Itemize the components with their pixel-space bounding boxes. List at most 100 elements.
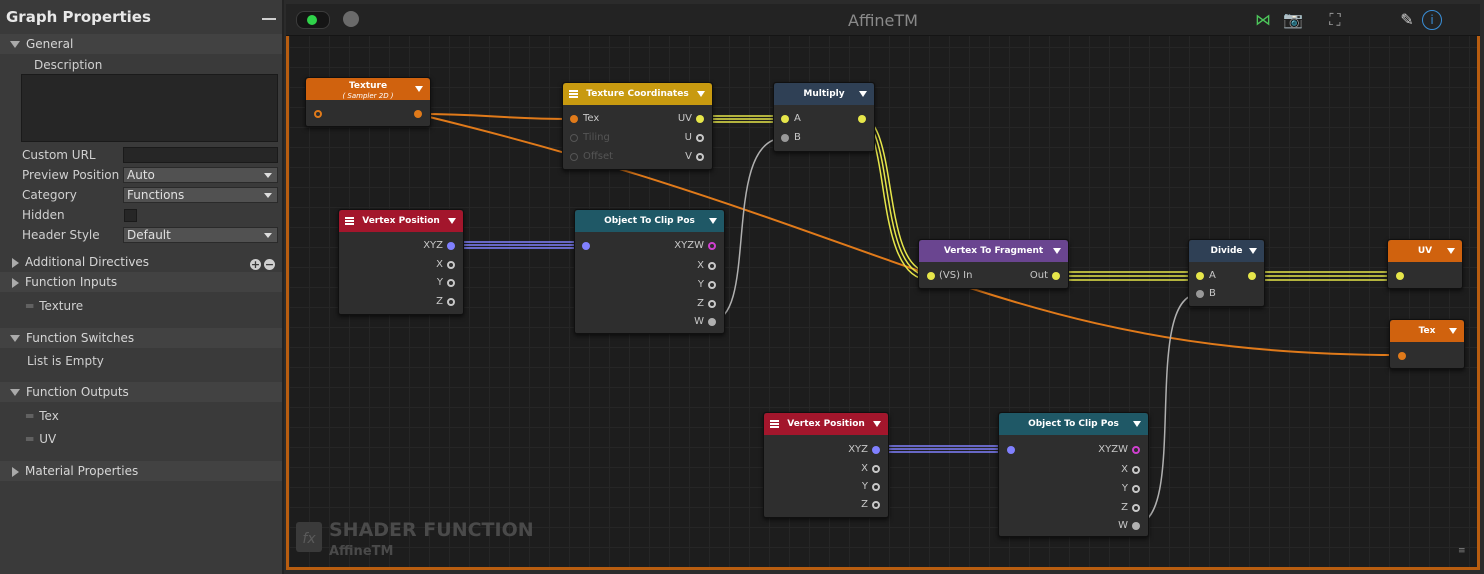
output-port[interactable] [872,483,880,491]
input-port[interactable] [1196,290,1204,298]
output-port[interactable] [858,115,866,123]
node-header[interactable]: Vertex To Fragment [919,240,1068,262]
clean-brush-icon[interactable]: ✎ [1400,10,1414,29]
output-port[interactable] [1132,485,1140,493]
chevron-down-icon[interactable] [859,91,867,97]
hidden-checkbox[interactable] [124,209,137,222]
input-port[interactable] [1398,352,1406,360]
node-header[interactable]: Texture Coordinates [563,83,712,105]
input-port[interactable] [582,242,590,250]
output-port[interactable] [1132,522,1140,530]
chevron-down-icon[interactable] [1249,248,1257,254]
function-output-item[interactable]: ═UV [26,432,56,446]
node-divide[interactable]: Divide A B [1188,239,1265,307]
input-port[interactable] [781,134,789,142]
output-port[interactable] [872,465,880,473]
output-port[interactable] [696,134,704,142]
chevron-down-icon[interactable] [709,218,717,224]
menu-icon[interactable] [345,217,354,225]
share-icon[interactable]: ⋈ [1255,10,1271,29]
output-port[interactable] [1248,272,1256,280]
node-header[interactable]: Divide [1189,240,1264,262]
custom-url-field[interactable] [123,147,278,163]
function-output-item[interactable]: ═Tex [26,409,59,423]
chevron-down-icon[interactable] [873,421,881,427]
input-port[interactable] [570,115,578,123]
input-port[interactable] [927,272,935,280]
description-field[interactable] [21,74,278,142]
chevron-down-icon[interactable] [1449,328,1457,334]
output-port[interactable] [696,115,704,123]
section-function-switches[interactable]: Function Switches [0,328,282,348]
category-dropdown[interactable]: Functions [123,187,278,203]
minimize-icon[interactable] [262,18,276,20]
chevron-down-icon[interactable] [1447,248,1455,254]
output-port[interactable] [872,446,880,454]
chevron-down-icon[interactable] [448,218,456,224]
input-port[interactable] [314,110,322,118]
output-port[interactable] [1132,446,1140,454]
camera-icon[interactable]: 📷 [1283,10,1303,29]
menu-icon[interactable] [569,90,578,98]
node-output-tex[interactable]: Tex [1389,319,1465,369]
section-additional-directives[interactable]: Additional Directives [0,252,282,272]
remove-icon[interactable]: − [264,258,275,271]
node-object-to-clip-pos[interactable]: Object To Clip Pos XYZW X Y Z W [574,209,725,334]
drag-handle-icon[interactable]: ═ [26,299,34,313]
drag-handle-icon[interactable]: ═ [26,409,34,423]
node-output-uv[interactable]: UV [1387,239,1463,289]
output-port[interactable] [447,279,455,287]
section-function-inputs[interactable]: Function Inputs [0,272,282,292]
focus-icon[interactable]: ⛶ [1329,10,1341,29]
output-port[interactable] [872,501,880,509]
node-texture[interactable]: Texture ( Sampler 2D ) [305,77,431,127]
output-port[interactable] [708,242,716,250]
node-vertex-to-fragment[interactable]: Vertex To Fragment (VS) In Out [918,239,1069,289]
header-style-dropdown[interactable]: Default [123,227,278,243]
node-vertex-position[interactable]: Vertex Position XYZ X Y Z [763,412,889,518]
node-header[interactable]: Tex [1390,320,1464,342]
node-multiply[interactable]: Multiply A B [773,82,875,152]
function-input-item[interactable]: ═Texture [26,299,83,313]
menu-icon[interactable]: ≡ [1458,546,1466,556]
output-port[interactable] [696,153,704,161]
section-function-outputs[interactable]: Function Outputs [0,382,282,402]
input-port[interactable] [1196,272,1204,280]
node-header[interactable]: UV [1388,240,1462,262]
input-port[interactable] [570,134,578,142]
output-port[interactable] [447,261,455,269]
output-port[interactable] [1052,272,1060,280]
input-port[interactable] [1007,446,1015,454]
input-port[interactable] [1396,272,1404,280]
chevron-down-icon[interactable] [697,91,705,97]
section-material-properties[interactable]: Material Properties [0,461,282,481]
node-header[interactable]: Vertex Position [339,210,463,232]
update-button[interactable] [343,11,359,27]
output-port[interactable] [708,281,716,289]
preview-position-dropdown[interactable]: Auto [123,167,278,183]
output-port[interactable] [708,318,716,326]
drag-handle-icon[interactable]: ═ [26,432,34,446]
node-header[interactable]: Vertex Position [764,413,888,435]
chevron-down-icon[interactable] [415,86,423,92]
chevron-down-icon[interactable] [1133,421,1141,427]
input-port[interactable] [570,153,578,161]
node-header[interactable]: Object To Clip Pos [999,413,1148,435]
output-port[interactable] [1132,504,1140,512]
output-port[interactable] [447,298,455,306]
info-icon[interactable]: i [1422,10,1442,30]
chevron-down-icon[interactable] [1053,248,1061,254]
node-texture-coordinates[interactable]: Texture Coordinates Tex Tiling Offset UV… [562,82,713,170]
output-port[interactable] [1132,466,1140,474]
node-header[interactable]: Object To Clip Pos [575,210,724,232]
live-toggle[interactable] [296,11,330,29]
menu-icon[interactable] [770,420,779,428]
output-port[interactable] [447,242,455,250]
input-port[interactable] [781,115,789,123]
node-vertex-position[interactable]: Vertex Position XYZ X Y Z [338,209,464,315]
node-object-to-clip-pos[interactable]: Object To Clip Pos XYZW X Y Z W [998,412,1149,537]
node-header[interactable]: Texture ( Sampler 2D ) [306,78,430,100]
section-general[interactable]: General [0,34,282,54]
output-port[interactable] [414,110,422,118]
add-icon[interactable]: + [250,258,261,271]
